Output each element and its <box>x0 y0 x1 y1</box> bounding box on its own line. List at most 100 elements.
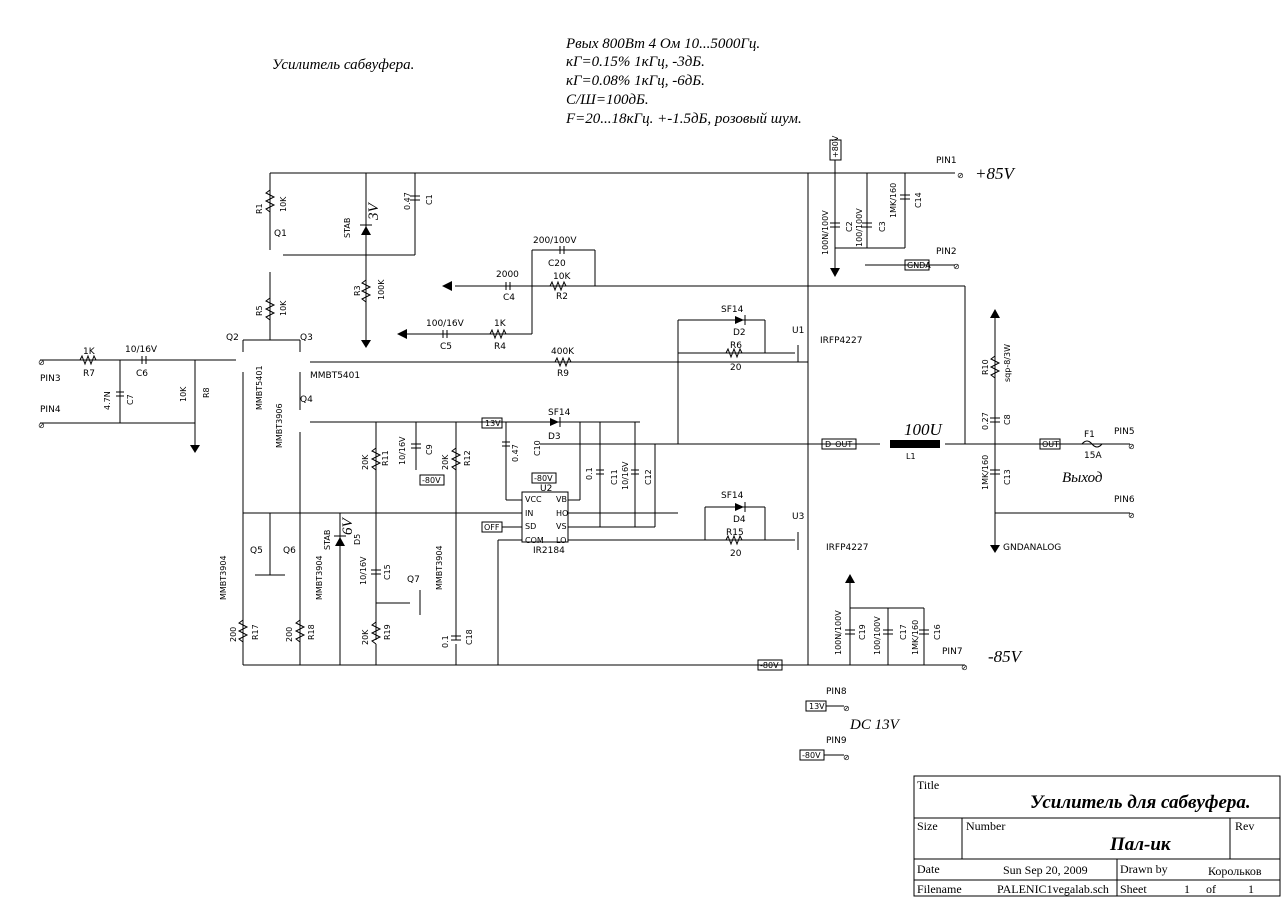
Q6-value: MMBT3904 <box>315 555 324 600</box>
R3-value: 100K <box>377 279 386 300</box>
C5-value: 100/16V <box>426 319 465 329</box>
zd1-value: 3V <box>366 202 382 222</box>
zd5-stab: STAB <box>323 530 332 550</box>
C19-value: 100N/100V <box>834 610 843 655</box>
C11-ref: C11 <box>610 469 619 485</box>
pin5-label: PIN5 <box>1114 427 1135 437</box>
pin3-label: PIN3 <box>40 374 61 384</box>
U2-value: IR2184 <box>533 546 565 556</box>
tb-title-header: Title <box>917 778 939 792</box>
F1-body <box>1081 440 1103 448</box>
tb-date-value: Sun Sep 20, 2009 <box>1003 863 1088 877</box>
Q1-ref: Q1 <box>274 229 287 239</box>
rail-wires <box>243 172 1130 666</box>
net-tag-gnda-label: GNDA <box>907 261 931 270</box>
D4-value: SF14 <box>721 491 744 501</box>
tb-sheet-value: 1 <box>1184 882 1190 896</box>
ic-pin-lo: LO <box>556 536 566 545</box>
R2-value: 10K <box>553 272 571 282</box>
C18-ref: C18 <box>465 629 474 645</box>
ic-pin-vs: VS <box>556 522 567 531</box>
ic-pin-vcc: VCC <box>525 495 542 504</box>
C20-value: 200/100V <box>533 236 577 246</box>
C5-ref: C5 <box>440 342 452 352</box>
R6-ref: R6 <box>730 341 742 351</box>
C12-value: 10/16V <box>621 461 630 490</box>
C4-ref: C4 <box>503 293 515 303</box>
U1-value: IRFP4227 <box>820 336 862 346</box>
bottom-capacitor-bank <box>845 574 929 665</box>
Q4-ref: Q4 <box>300 395 313 405</box>
net-tag-d-out <box>821 438 857 450</box>
pin8-terminal: ⊘ <box>843 704 850 713</box>
spec-line-thd-3db: кГ=0.15% 1кГц, -3дБ. <box>566 54 705 70</box>
C9-value: 10/16V <box>398 436 407 465</box>
pin3-terminal: ⊘ <box>38 358 45 367</box>
Q2-ref: Q2 <box>226 333 239 343</box>
F1-ref: F1 <box>1084 430 1095 440</box>
net-tag-m80-rail <box>757 659 783 671</box>
ic-pin-sd: SD <box>525 522 536 531</box>
C14-ref: C14 <box>914 192 923 208</box>
R12-ref: R12 <box>463 450 472 466</box>
D2-ref: D2 <box>733 328 746 338</box>
net-tag-m80-c9 <box>419 474 445 486</box>
C14-value: 1MK/160 <box>889 183 898 218</box>
R1-value: 10K <box>279 196 288 212</box>
Q7-ref: Q7 <box>407 575 420 585</box>
zd1-stab: STAB <box>343 218 352 238</box>
pin8-label: PIN8 <box>826 687 847 697</box>
title-note: Усилитель сабвуфера. <box>272 57 414 73</box>
R18-value: 200 <box>285 627 294 642</box>
tb-title-value: Усилитель для сабвуфера. <box>1030 792 1251 813</box>
tb-drawn-value: Корольков <box>1208 864 1262 878</box>
input-stage-wires <box>40 354 236 453</box>
net-tag-m80-c9-label: -80V <box>422 476 441 485</box>
pin1-terminal: ⊘ <box>957 171 964 180</box>
C3-value: 100/100V <box>855 208 864 247</box>
R1-ref: R1 <box>255 203 264 214</box>
Q3-value: MMBT5401 <box>310 371 360 381</box>
C16-value: 1MK/160 <box>911 620 920 655</box>
tb-drawn-header: Drawn by <box>1120 862 1168 876</box>
net-tag-m80-rail-label: -80V <box>760 661 779 670</box>
pin7-terminal: ⊘ <box>961 663 968 672</box>
feedback-network-wires <box>397 246 596 368</box>
U3-value: IRFP4227 <box>826 543 868 553</box>
R18-ref: R18 <box>307 624 316 640</box>
F1-value: 15A <box>1084 451 1102 461</box>
spec-line-thd-6db: кГ=0.08% 1кГц, -6дБ. <box>566 73 705 89</box>
C6-value: 10/16V <box>125 345 158 355</box>
Q2-value: MMBT5401 <box>255 365 264 410</box>
tb-rev-header: Rev <box>1235 819 1254 833</box>
Q3-ref: Q3 <box>300 333 313 343</box>
C2-ref: C2 <box>845 221 854 232</box>
spec-line-bandwidth: F=20...18кГц. +-1.5дБ, розовый шум. <box>565 111 802 127</box>
pin1-label: PIN1 <box>936 156 957 166</box>
gndanalog-label: GNDANALOG <box>1003 543 1061 553</box>
spec-line-snr: С/Ш=100дБ. <box>566 92 649 108</box>
R15-value: 20 <box>730 549 742 559</box>
C10-ref: C10 <box>533 440 542 456</box>
Q4-value: MMBT3906 <box>275 403 284 448</box>
C2-value: 100N/100V <box>821 210 830 255</box>
rail-neg-label: -85V <box>988 647 1024 666</box>
net-tag-out <box>1039 438 1061 450</box>
C1-ref: C1 <box>425 194 434 205</box>
tb-sheet-header: Sheet <box>1120 882 1147 896</box>
pin2-label: PIN2 <box>936 247 957 257</box>
R7-ref: R7 <box>83 369 95 379</box>
R5-value: 10K <box>279 300 288 316</box>
tb-date-header: Date <box>917 862 940 876</box>
R7-value: 1K <box>83 347 96 357</box>
C11-value: 0.1 <box>585 467 594 480</box>
C3-ref: C3 <box>878 221 887 232</box>
R3-ref: R3 <box>353 285 362 296</box>
top-capacitor-bank <box>830 173 910 277</box>
C17-value: 100/100V <box>873 616 882 655</box>
C16-ref: C16 <box>933 624 942 640</box>
tb-number-value: Пал-ик <box>1109 834 1172 855</box>
pin4-terminal: ⊘ <box>38 421 45 430</box>
net-tag-gnda <box>904 259 930 271</box>
